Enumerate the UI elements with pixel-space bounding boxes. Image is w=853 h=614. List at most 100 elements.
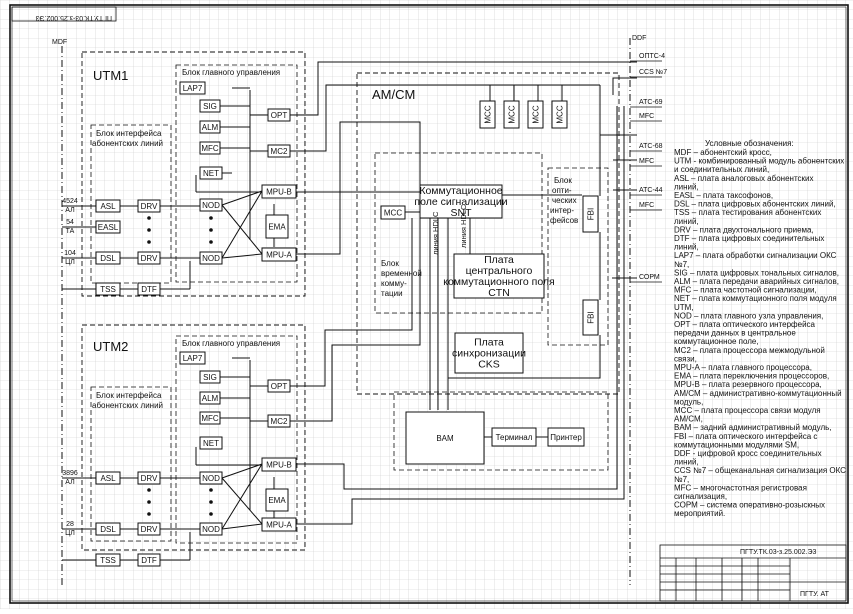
right-link-5: АТС-68 (639, 143, 663, 150)
right-link-9: СОРМ (639, 274, 660, 281)
utm2-sig-label: SIG (203, 373, 217, 382)
legend-title: Условные обозначения: (705, 139, 794, 148)
legend-item-18: EMA – плата переключения процессоров, (674, 372, 829, 381)
amcm-mcc-top-4: MCC (551, 100, 568, 129)
utm1-asl-label: ASL (100, 202, 116, 211)
utm1-sig-label: SIG (203, 102, 217, 111)
utm1-nod-2: NOD (199, 251, 223, 265)
right-link-7: АТС-44 (639, 187, 663, 194)
utm2-mpu-a-label: MPU-A (266, 521, 292, 530)
utm2-net-label: NET (203, 439, 219, 448)
utm2-lap7-label: LAP7 (183, 354, 203, 363)
utm1-net-label: NET (203, 169, 219, 178)
amcm-mcc-top-2: MCC (503, 100, 520, 129)
right-link-2: CCS №7 (639, 69, 667, 76)
amcm-bam-label: BAM (436, 434, 454, 443)
utm2-drv-1: DRV (137, 471, 161, 485)
amcm-mcc-side: MCC (380, 205, 406, 220)
utm2-tss: TSS (95, 553, 121, 567)
utm2-mpu-a: MPU-A (261, 517, 297, 532)
utm2-nod-1-label: NOD (202, 474, 220, 483)
utm2-asl-label: ASL (100, 474, 116, 483)
utm2-mc2: MC2 (267, 414, 291, 428)
utm2-dsl: DSL (95, 522, 121, 536)
continuation-dot (209, 240, 213, 244)
amcm-mcc-top-3-label: MCC (532, 105, 541, 123)
utm2-mpu-b: MPU-B (261, 457, 297, 472)
continuation-dot (147, 240, 151, 244)
right-link-3: АТС-69 (639, 99, 663, 106)
vertical-labels: линия HDLC линия HDLC (431, 204, 468, 255)
utm1-mpu-b-label: MPU-B (266, 188, 292, 197)
utm1-nod-2-label: NOD (202, 254, 220, 263)
continuation-dot (209, 500, 213, 504)
utm2-module: UTM2 Блок главного управления Блок интер… (81, 324, 306, 551)
connection-lines (62, 61, 637, 561)
right-link-8: MFC (639, 202, 654, 209)
utm2-nod-1: NOD (199, 471, 223, 485)
utm1-mfc: MFC (199, 141, 221, 155)
amcm-mcc-top-2-label: MCC (508, 105, 517, 123)
continuation-dot (209, 216, 213, 220)
amcm-fbi-1-label: FBI (587, 208, 596, 220)
utm1-drv-1: DRV (137, 199, 161, 213)
top-stamp: ПГТУ.ТК.03-з.25.002.Э3 (11, 6, 117, 22)
continuation-dot (147, 512, 151, 516)
right-link-1: ОПТС-4 (639, 53, 665, 60)
legend-item-5: DSL – плата цифровых абонентских линий, (674, 200, 836, 209)
utm1-lap7-label: LAP7 (183, 84, 203, 93)
utm2-mfc: MFC (199, 411, 221, 425)
title-block-code: ПГТУ.ТК.03-з.25.002.Э3 (740, 549, 817, 556)
right-link-4: MFC (639, 113, 654, 120)
amcm-mcc-top-4-label: MCC (556, 105, 565, 123)
amcm-fbi-2-label: FBI (587, 311, 596, 323)
continuation-dot (147, 216, 151, 220)
top-stamp-text: ПГТУ.ТК.03-з.25.002.Э3 (35, 14, 112, 21)
utm1-dtf-label: DTF (141, 285, 157, 294)
legend-item-2: UTM - комбинированный модуль абонентских… (674, 157, 844, 175)
utm1-drv-1-label: DRV (141, 202, 158, 211)
mdf-label: MDF (52, 39, 67, 46)
amcm-mcc-top-1-label: MCC (484, 105, 493, 123)
legend-item-22: BAM – задний административный модуль, (674, 423, 832, 432)
utm2-mpu-b-label: MPU-B (266, 461, 292, 470)
legend-item-7: DRV – плата двухтонального приема, (674, 225, 814, 234)
hdlc-line-label-1: линия HDLC (431, 211, 440, 255)
amcm-fbi-1: FBI (582, 195, 599, 233)
amcm-module: AM/CM (356, 72, 620, 471)
utm1-tss-label: TSS (100, 285, 116, 294)
utm2-dtf: DTF (137, 553, 161, 567)
amcm-title: AM/CM (372, 87, 415, 102)
legend: Условные обозначения:MDF – абонентский к… (674, 139, 846, 518)
utm1-easl-label: EASL (98, 223, 119, 232)
utm2-mfc-label: MFC (201, 414, 219, 423)
utm1-alm-label: ALM (202, 123, 219, 132)
utm1-net: NET (199, 166, 223, 180)
utm1-lap7: LAP7 (179, 81, 206, 95)
title-block-corner: ПГТУ. АТ (800, 591, 830, 598)
utm2-opt-label: OPT (271, 382, 288, 391)
utm1-dsl-label: DSL (100, 254, 116, 263)
utm2-dsl-label: DSL (100, 525, 116, 534)
continuation-dot (147, 228, 151, 232)
amcm-terminal: Терминал (491, 427, 537, 447)
utm1-mc2: MC2 (267, 144, 291, 158)
utm1-mpu-b: MPU-B (261, 184, 297, 199)
